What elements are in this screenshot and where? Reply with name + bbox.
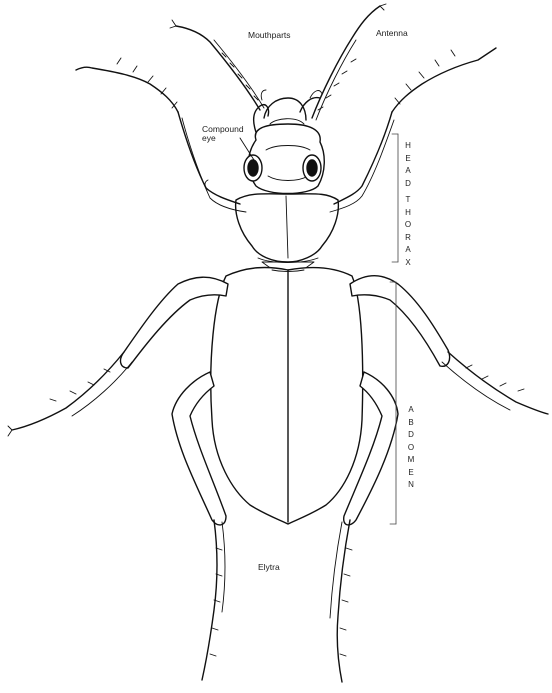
elytra [211,268,363,524]
thorax-label: T H O R A X [403,194,413,269]
left-front-leg [76,58,246,212]
antenna-label: Antenna [376,28,408,38]
mouthparts-label: Mouthparts [248,30,291,40]
left-middle-leg [8,277,228,436]
compound-eye-label-line2: eye [202,133,216,143]
abdomen-label: A B D O M E N [406,404,416,492]
body-region-bracket [390,134,398,524]
elytra-label: Elytra [258,562,280,572]
thorax [236,194,339,272]
right-antenna [312,4,386,120]
head [244,124,324,194]
head-label: H E A D [403,140,413,190]
right-front-leg [330,48,496,212]
